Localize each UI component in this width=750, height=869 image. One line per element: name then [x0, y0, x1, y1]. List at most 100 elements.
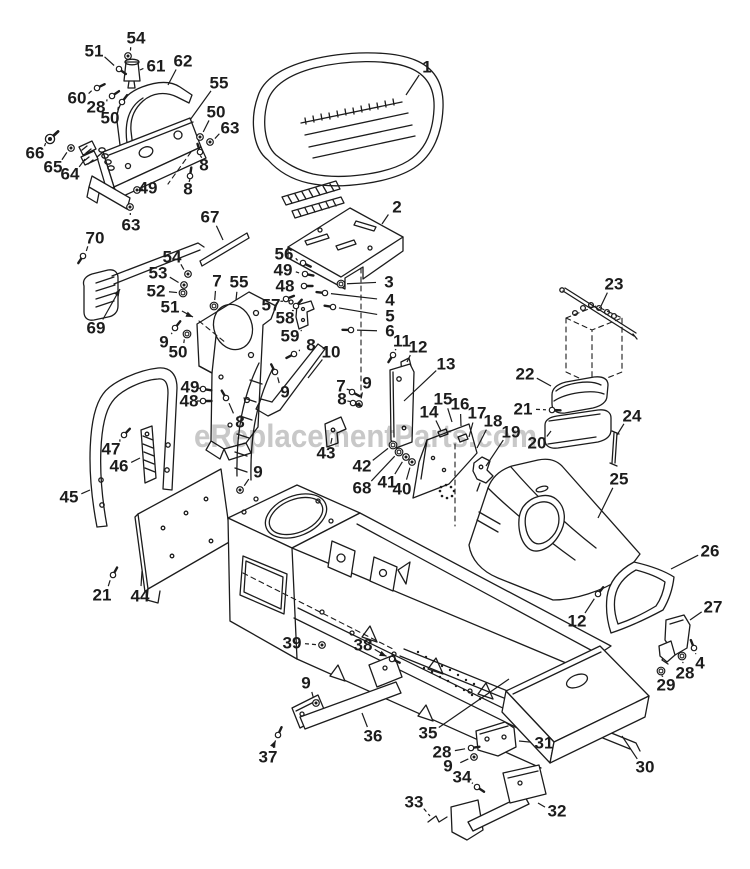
nut-icon: [206, 138, 214, 146]
callout-63: 63: [206, 119, 239, 146]
callout-34: 34: [453, 768, 486, 793]
callout-8: 8: [285, 336, 316, 360]
leader-line: [139, 67, 144, 71]
part-number-38: 38: [354, 636, 373, 655]
leader-line: [107, 580, 111, 587]
callout-2: 2: [381, 198, 402, 225]
part-number-39: 39: [283, 634, 302, 653]
callout-28: 28: [433, 743, 481, 762]
part-number-11: 11: [393, 332, 411, 351]
screw-icon: [186, 166, 194, 180]
screw-icon: [300, 282, 314, 290]
part-number-28: 28: [87, 98, 106, 117]
battery: [565, 301, 623, 385]
callout-16: 16: [451, 395, 470, 427]
part-number-31: 31: [535, 734, 554, 753]
nut-icon: [470, 753, 478, 761]
part-number-4: 4: [695, 654, 705, 673]
leader-line: [307, 359, 323, 379]
screw-icon: [299, 259, 312, 268]
callout-58: 58: [276, 298, 303, 328]
part-number-70: 70: [86, 229, 105, 248]
part-number-57: 57: [262, 296, 281, 315]
callout-4: 4: [689, 638, 705, 673]
callout-9: 9: [159, 320, 182, 352]
roll-bar-part-45: [89, 367, 178, 528]
screw-icon: [323, 303, 337, 311]
part-number-7: 7: [212, 272, 221, 291]
leader-line: [140, 570, 143, 587]
part-number-54: 54: [127, 29, 146, 48]
part-number-1: 1: [422, 58, 431, 77]
screw-icon: [292, 298, 303, 310]
battery-cover-part-22: [551, 376, 609, 414]
callout-21: 21: [514, 400, 562, 419]
part-number-40: 40: [393, 480, 412, 499]
leader-line: [78, 158, 86, 168]
clip-part-33: [427, 815, 448, 823]
screw-icon: [285, 350, 298, 360]
part-number-30: 30: [636, 758, 655, 777]
callout-10: 10: [307, 343, 341, 379]
part-number-10: 10: [322, 343, 341, 362]
leader-line: [189, 90, 212, 121]
callout-27: 27: [689, 598, 723, 621]
callout-33: 33: [405, 793, 431, 817]
leader-line: [85, 246, 89, 252]
part-number-27: 27: [704, 598, 723, 617]
leader-line: [311, 691, 314, 698]
bracket-part-31: [475, 721, 517, 757]
part-number-51: 51: [161, 298, 180, 317]
leader-line: [202, 120, 210, 133]
callout-50: 50: [196, 103, 225, 141]
leader-line: [81, 489, 91, 495]
part-number-41: 41: [378, 473, 397, 492]
callout-23: 23: [600, 275, 623, 307]
callout-14: 14: [420, 403, 442, 432]
callout-41: 41: [378, 453, 410, 492]
leader-line: [370, 455, 396, 482]
part-number-22: 22: [516, 365, 535, 384]
callout-8: 8: [183, 166, 194, 199]
nut-icon: [408, 458, 416, 466]
leader-line: [88, 90, 93, 94]
callout-55: 55: [230, 273, 248, 301]
part-number-8: 8: [235, 413, 244, 432]
washer-icon: [209, 301, 219, 311]
callout-5: 5: [323, 303, 395, 326]
screw-icon: [467, 744, 481, 752]
tray-rod-part-24: [609, 430, 620, 467]
leader-line: [536, 377, 552, 387]
part-number-46: 46: [110, 457, 129, 476]
callout-62: 62: [167, 52, 192, 86]
part-number-21: 21: [93, 586, 112, 605]
chassis-frame: [227, 484, 650, 769]
leader-line: [600, 292, 608, 307]
screw-icon: [93, 82, 106, 92]
callout-7: 7: [209, 272, 222, 311]
leader-line: [330, 293, 378, 300]
part-number-15: 15: [434, 390, 453, 409]
step-perforations: [416, 650, 482, 701]
part-number-16: 16: [451, 395, 470, 414]
leader-line: [180, 263, 185, 270]
washer-icon: [182, 329, 192, 339]
leader-line: [356, 329, 378, 332]
part-number-13: 13: [437, 355, 456, 374]
callout-68: 68: [353, 447, 404, 498]
nut-icon: [402, 453, 410, 461]
bolt-icon: [44, 130, 60, 145]
part-number-29: 29: [657, 676, 676, 695]
callout-53: 53: [149, 264, 188, 289]
callout-40: 40: [393, 458, 416, 499]
battery-tray-part-20: [544, 409, 612, 449]
leader-line: [117, 106, 119, 111]
screw-icon: [387, 351, 397, 364]
leader-arrowhead: [113, 289, 120, 297]
nut-icon: [318, 641, 326, 649]
support-rod-part-67: [199, 232, 250, 267]
alignment-dashes: [167, 151, 456, 651]
leader-line: [304, 643, 317, 646]
part-number-17: 17: [468, 404, 487, 423]
part-number-8: 8: [306, 336, 315, 355]
